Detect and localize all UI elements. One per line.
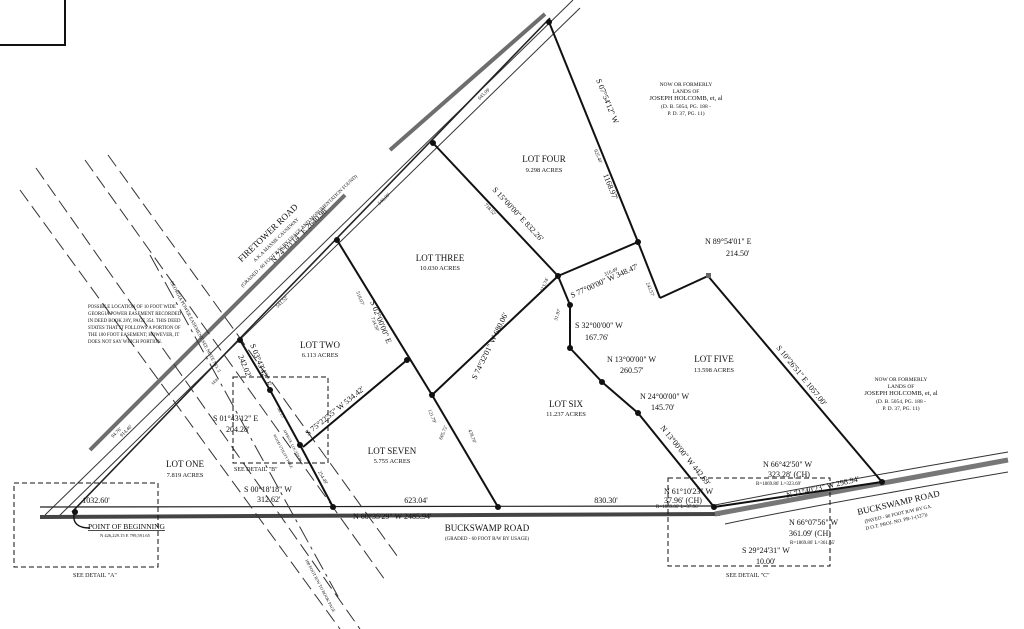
detail-c-label: SEE DETAIL "C" — [726, 573, 770, 579]
s74-bearing: S 74°32'01" W 680.06' — [470, 311, 510, 381]
n13-bearing: N 13°00'00" W — [607, 355, 657, 364]
owner-east-l2: LANDS OF — [888, 384, 915, 390]
lot-three-acres: 10.030 ACRES — [420, 265, 460, 272]
power-easement-lines — [19, 154, 401, 629]
lot-two-acres: 6.113 ACRES — [302, 352, 339, 359]
bs-623: 623.04' — [404, 496, 428, 505]
buckswamp-name: BUCKSWAMP ROAD — [445, 523, 530, 533]
l605: 605.72' — [439, 425, 449, 441]
s29-len: 10.00' — [756, 557, 776, 566]
n66a-bearing: N 66°42'50" W — [763, 460, 813, 469]
s32-bearing: S 32°00'00" W — [575, 321, 623, 330]
firetower-road-name: FIRETOWER ROAD — [236, 201, 300, 263]
owner-east-l4: (D. B. 5054, PG. 188 - — [876, 398, 926, 405]
s01-bearing: S 01°43'12" E — [213, 414, 258, 423]
l254: 254.49' — [316, 471, 328, 486]
owner-east-l5: P. D. 37, PG. 11) — [882, 405, 919, 412]
easement-note-3: IN DEED BOOK 28Y, PAGE 354. THIS DEED — [88, 319, 181, 324]
bs-total: N 60°35'29" W 2485.94' — [353, 512, 432, 521]
s03-bearing: S 03°43'42" E — [248, 342, 273, 387]
bs-830: 830.30' — [594, 496, 618, 505]
n61-r: R=1869.86' L=37.96' — [656, 505, 699, 510]
s00-len: 312.62' — [257, 495, 281, 504]
detail-a-box — [13, 482, 159, 568]
lot-seven-acres: 5.755 ACRES — [374, 458, 411, 465]
l479: 479.70' — [466, 429, 476, 445]
lot-six-acres: 11.237 ACRES — [546, 411, 586, 418]
owner-east-l3: JOSEPH HOLCOMB, et, al — [864, 390, 937, 397]
n61-bearing: N 61°10'23" W — [664, 487, 714, 496]
lot-four-acres: 9.298 ACRES — [526, 167, 563, 174]
buckswamp-road — [39, 451, 1009, 525]
easement-note-4: STATES THAT IT FOLLOWS A PORTION OF — [88, 326, 181, 331]
owner-north-l5: P. D. 37, PG. 11) — [667, 110, 704, 117]
owner-north-l3: JOSEPH HOLCOMB, et, al — [649, 95, 722, 102]
bs-1032: 1032.60' — [82, 496, 110, 505]
lot-one-acres: 7.819 ACRES — [167, 472, 204, 479]
n89-bearing: N 89°54'01" E — [705, 237, 752, 246]
lot-seven-label: LOT SEVEN — [368, 446, 417, 456]
easement-note-5: THE 100 FOOT EASEMENT; HOWEVER, IT — [88, 333, 179, 338]
buckswamp-sub: (GRADED - 60 FOOT R/W BY USAGE) — [445, 537, 529, 542]
l4-east-bearing: S 07°54'12" W — [594, 77, 620, 125]
n61-ch: 37.96' (CH) — [664, 496, 702, 505]
owner-north-l1: NOW OR FORMERLY — [660, 82, 713, 88]
l4-east-len: 1168.97' — [601, 172, 620, 201]
l121: 121.79' — [426, 409, 436, 425]
lot-two-label: LOT TWO — [300, 340, 340, 350]
pob-coords: N 426,229.15 E 799,591.65 — [100, 533, 151, 539]
l4-925: 925.40' — [592, 149, 602, 165]
easement-note-2: GEORGIA POWER EASEMENT RECORDED — [88, 312, 182, 317]
n24-len: 145.70' — [651, 403, 675, 412]
detail-b-label: SEE DETAIL "B" — [234, 467, 278, 473]
lot-four-label: LOT FOUR — [522, 154, 566, 164]
monument-points — [72, 19, 885, 515]
s02-c: 734.50' — [369, 317, 379, 333]
lot-one-label: LOT ONE — [166, 459, 205, 469]
l243: 243.57' — [644, 282, 654, 298]
lot-five-label: LOT FIVE — [694, 354, 734, 364]
owner-north-l2: LANDS OF — [673, 89, 700, 95]
detail-c-box — [667, 477, 831, 567]
lot-six-label: LOT SIX — [549, 399, 584, 409]
l3-4-b: 718.52' — [483, 203, 497, 217]
s01-len: 204.28' — [226, 425, 250, 434]
detail-boxes — [13, 376, 831, 568]
lot-lines — [239, 21, 883, 508]
n89-len: 214.50' — [726, 249, 750, 258]
s10-bearing: S 10°26'51" E 1057.00' — [774, 344, 828, 408]
n66b-bearing: N 66°07'56" W — [789, 518, 839, 527]
title-block-corner — [0, 0, 66, 46]
s29-bearing: S 29°24'31" W — [742, 546, 790, 555]
n13-len: 260.57' — [620, 366, 644, 375]
lot-three-label: LOT THREE — [416, 253, 465, 263]
detail-a-label: SEE DETAIL "A" — [73, 573, 117, 579]
firetower-road — [44, 0, 581, 518]
n66b-r: R=1869.86' L=361.65' — [790, 541, 835, 546]
n66a-ch: 323.28' (CH) — [768, 470, 810, 479]
l3-4-c: 113.74' — [540, 277, 550, 292]
ser-label: SER — [210, 377, 219, 386]
s02-b: 518.07' — [354, 291, 364, 307]
n66b-ch: 361.09' (CH) — [789, 529, 831, 538]
lot-five-acres: 13.598 ACRES — [694, 367, 734, 374]
l5613: 56.13' — [275, 407, 285, 420]
easement-note-1: POSSIBLE LOCATION OF 10 FOOT WIDE — [88, 305, 176, 310]
easement-note-6: DOES NOT SAY WHICH PORTION. — [88, 340, 162, 345]
n24-bearing: N 24°00'00" W — [640, 392, 690, 401]
owner-east-l1: NOW OR FORMERLY — [875, 377, 928, 383]
s77-c: 31.97' — [554, 308, 563, 321]
s32-len: 167.76' — [585, 333, 609, 342]
n66a-r: R=1869.86' L=323.69' — [756, 482, 801, 487]
owner-north-l4: (D. B. 5054, PG. 188 - — [661, 103, 711, 110]
s00-bearing: S 00°18'18" W — [244, 485, 292, 494]
s75-bearing: S 75°22'55" W 534.42' — [304, 384, 367, 437]
s77-b: 316.49' — [604, 267, 620, 278]
pob-arrow — [73, 513, 91, 529]
detail-b-box — [232, 376, 329, 464]
pob-label: POINT OF BEGINNING — [88, 522, 166, 531]
